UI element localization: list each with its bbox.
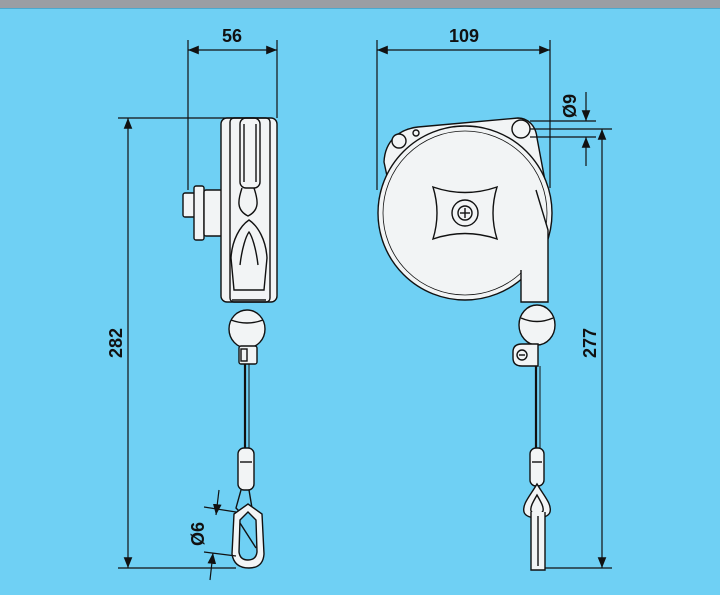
dim-o6-ext-bottom: [203, 551, 237, 557]
side-ferrule: [237, 447, 255, 491]
front-cable-clamp: [512, 343, 539, 367]
dim-277-label: 277: [580, 328, 600, 358]
front-ball-stop: [518, 304, 556, 346]
dim-109-label: 109: [449, 26, 479, 46]
dimension-lines: [118, 40, 612, 581]
dim-o6-label: Ø6: [188, 522, 208, 546]
dim-56-label: 56: [222, 26, 242, 46]
side-cable-guide: [230, 219, 268, 291]
front-side-frame: [520, 189, 549, 303]
side-knob-plate: [193, 185, 205, 241]
dim-o6-arrow-bottom: [207, 552, 217, 581]
side-ball-stop: [228, 309, 266, 349]
front-view: [377, 117, 556, 571]
side-view: [182, 117, 278, 569]
dim-o6-arrow-top: [212, 489, 222, 516]
dim-o6-ext-top: [203, 506, 237, 513]
front-bracket-hole-left: [391, 133, 407, 149]
side-top-clip: [239, 117, 261, 189]
side-knob: [182, 192, 196, 218]
front-ferrule: [529, 447, 545, 487]
front-suspension-eye: [511, 119, 531, 139]
dim-282-label: 282: [106, 328, 126, 358]
dim-o9-label: Ø9: [560, 94, 580, 118]
side-knob-base: [203, 189, 223, 237]
side-cable-clamp: [238, 345, 258, 365]
